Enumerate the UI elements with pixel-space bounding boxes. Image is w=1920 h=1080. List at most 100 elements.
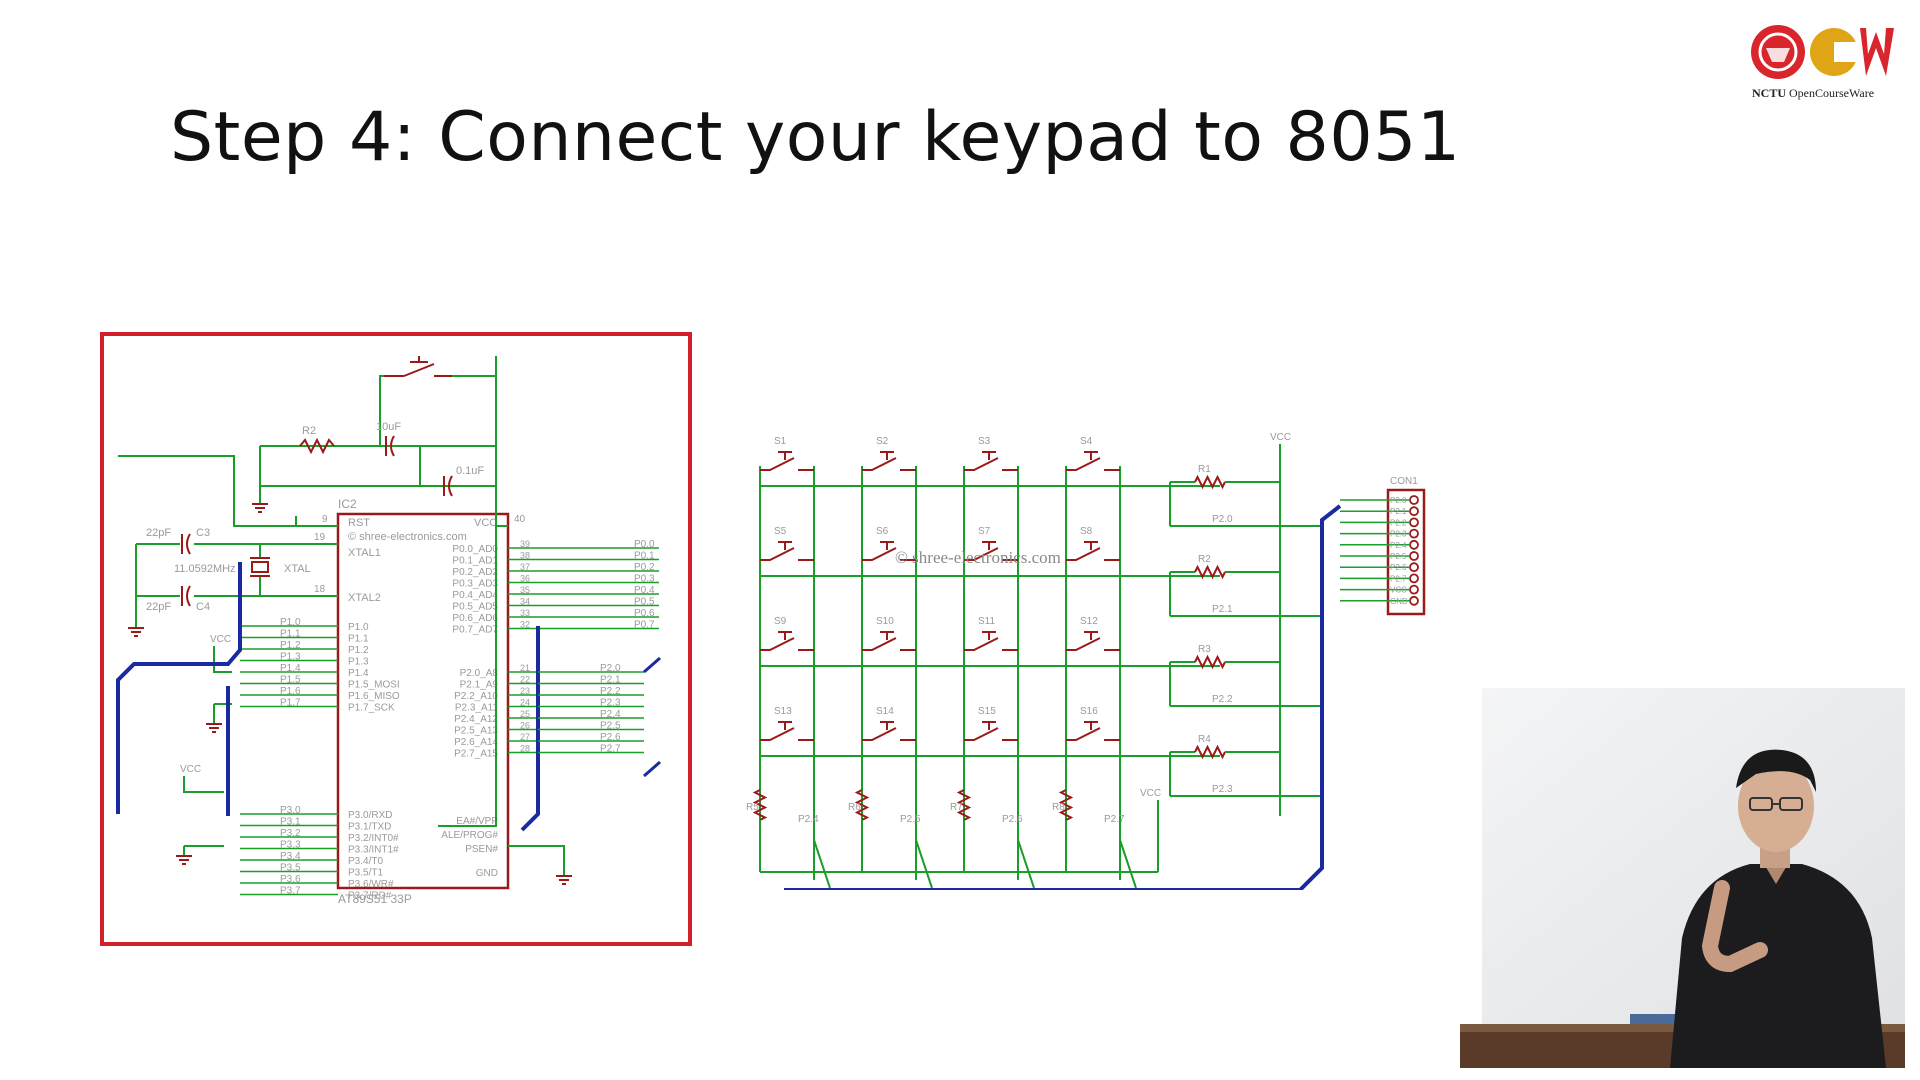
lecturer-head	[1738, 760, 1814, 852]
chip-pin-p2-2-a10: P2.2_A10	[454, 691, 498, 702]
switch-symbol	[964, 631, 1018, 651]
switch-symbol	[862, 631, 916, 651]
connector-pin-label: P2.2	[1390, 518, 1407, 527]
chip-pin-p1-4: P1.4	[348, 668, 369, 679]
cap-10uf	[385, 435, 395, 457]
switch-symbol	[760, 451, 814, 471]
row-resistor-r3	[1194, 654, 1226, 670]
keypad-switch-s14: S14	[862, 706, 916, 741]
chip-pin-p1-1: P1.1	[348, 634, 369, 645]
chip-label-rst: RST	[348, 517, 370, 529]
switch-label: S11	[978, 616, 995, 627]
c4-label: C4	[196, 601, 210, 613]
switch-symbol	[1066, 721, 1120, 741]
chip-pin-p0-2-ad2: P0.2_AD2	[452, 567, 498, 578]
oscillator-wires	[135, 543, 338, 628]
col-resistor-label: R8	[1052, 802, 1065, 813]
logo-name: NCTU	[1752, 86, 1787, 100]
net-label-p3-7: P3.7	[280, 886, 301, 897]
keypad-switch-s2: S2	[862, 436, 916, 471]
logo-w-icon	[1860, 28, 1894, 76]
pin-number: 33	[520, 608, 530, 618]
lecturer-video	[1460, 688, 1905, 1068]
net-label-p0-6: P0.6	[634, 608, 655, 619]
chip-pin-psen-: PSEN#	[465, 844, 498, 855]
pin-number: 35	[520, 585, 530, 595]
pin-number: 21	[520, 663, 530, 673]
c3-value: 22pF	[146, 527, 171, 539]
connector-pin-label: P2.1	[1390, 507, 1407, 516]
keypad-switch-s6: S6	[862, 526, 916, 561]
switch-symbol	[862, 721, 916, 741]
r2-label: R2	[302, 425, 316, 437]
col-resistor-r5	[752, 789, 768, 821]
pin-number: 23	[520, 686, 530, 696]
connector-body	[1386, 488, 1426, 616]
keypad-switch-s11: S11	[964, 616, 1018, 651]
switch-symbol	[862, 541, 916, 561]
switch-label: S7	[978, 526, 991, 537]
pin-number: 32	[520, 620, 530, 630]
chip-pin-p3-3-int1-: P3.3/INT1#	[348, 845, 399, 856]
reset-switch	[384, 356, 452, 377]
bus-stub-end	[643, 760, 661, 778]
switch-symbol	[760, 631, 814, 651]
net-label-p2-1: P2.1	[600, 675, 621, 686]
aux-wires	[183, 516, 565, 876]
net-label-p0-0: P0.0	[634, 539, 655, 550]
gnd-symbol-reset	[252, 503, 268, 513]
row-net-label-p2-2: P2.2	[1212, 694, 1233, 705]
chip-pin-p3-7-rd-: P3.7/RD#	[348, 891, 392, 902]
chip-pin-p0-4-ad4: P0.4_AD4	[452, 590, 498, 601]
connector-pin	[1409, 539, 1419, 550]
gnd-symbols	[176, 723, 572, 885]
chip-pin-p2-7-a15: P2.7_A15	[454, 749, 498, 760]
keypad-watermark: © shree-electronics.com	[895, 548, 1061, 567]
pin-number: 36	[520, 574, 530, 584]
c3-label: C3	[196, 527, 210, 539]
mcu-left-pins: P1.0P1.0P1.1P1.1P1.2P1.2P1.3P1.3P1.4P1.4…	[240, 617, 400, 902]
chip-pin-p0-0-ad0: P0.0_AD0	[452, 544, 498, 555]
switch-label: S14	[876, 706, 894, 717]
cap-01uf-label: 0.1uF	[456, 465, 484, 477]
chip-pin-p3-4-t0: P3.4/T0	[348, 856, 383, 867]
connector-pin	[1409, 528, 1419, 539]
keypad-switch-s15: S15	[964, 706, 1018, 741]
connector-pin	[1409, 573, 1419, 584]
switch-label: S13	[774, 706, 792, 717]
c4-capacitor	[181, 585, 191, 607]
connector-pin-label: P2.6	[1390, 563, 1407, 572]
col-net-wire	[1017, 839, 1035, 889]
keypad-grid	[759, 466, 1220, 880]
connector-pin	[1409, 495, 1419, 505]
crystal-label: XTAL	[284, 563, 311, 575]
slide-title: Step 4: Connect your keypad to 8051	[170, 98, 1461, 177]
col-resistor-r7	[956, 789, 972, 821]
net-label-p3-0: P3.0	[280, 805, 301, 816]
net-label-p0-5: P0.5	[634, 597, 655, 608]
net-label-p1-2: P1.2	[280, 640, 301, 651]
net-label-p1-1: P1.1	[280, 629, 301, 640]
keypad-switch-s10: S10	[862, 616, 916, 651]
switch-symbol	[862, 451, 916, 471]
chip-pin-p1-6-miso: P1.6_MISO	[348, 691, 400, 702]
pin-number: 22	[520, 675, 530, 685]
col-resistor-label: R5	[746, 802, 759, 813]
keypad-switch-s13: S13	[760, 706, 814, 741]
chip-ref: IC2	[338, 497, 357, 511]
connector-pin-label: P2.3	[1390, 530, 1407, 539]
chip-pin-p3-0-rxd: P3.0/RXD	[348, 810, 392, 821]
connector-pin	[1409, 551, 1419, 561]
switch-label: S9	[774, 616, 787, 627]
chip-label-xtal2: XTAL2	[348, 592, 381, 604]
chip-pin-p2-5-a13: P2.5_A13	[454, 726, 498, 737]
switch-label: S2	[876, 436, 889, 447]
switch-label: S3	[978, 436, 991, 447]
net-label-p1-0: P1.0	[280, 617, 301, 628]
gnd-symbol-osc	[128, 627, 144, 637]
chip-pin-p1-5-mosi: P1.5_MOSI	[348, 680, 400, 691]
chip-pin-p3-5-t1: P3.5/T1	[348, 868, 383, 879]
